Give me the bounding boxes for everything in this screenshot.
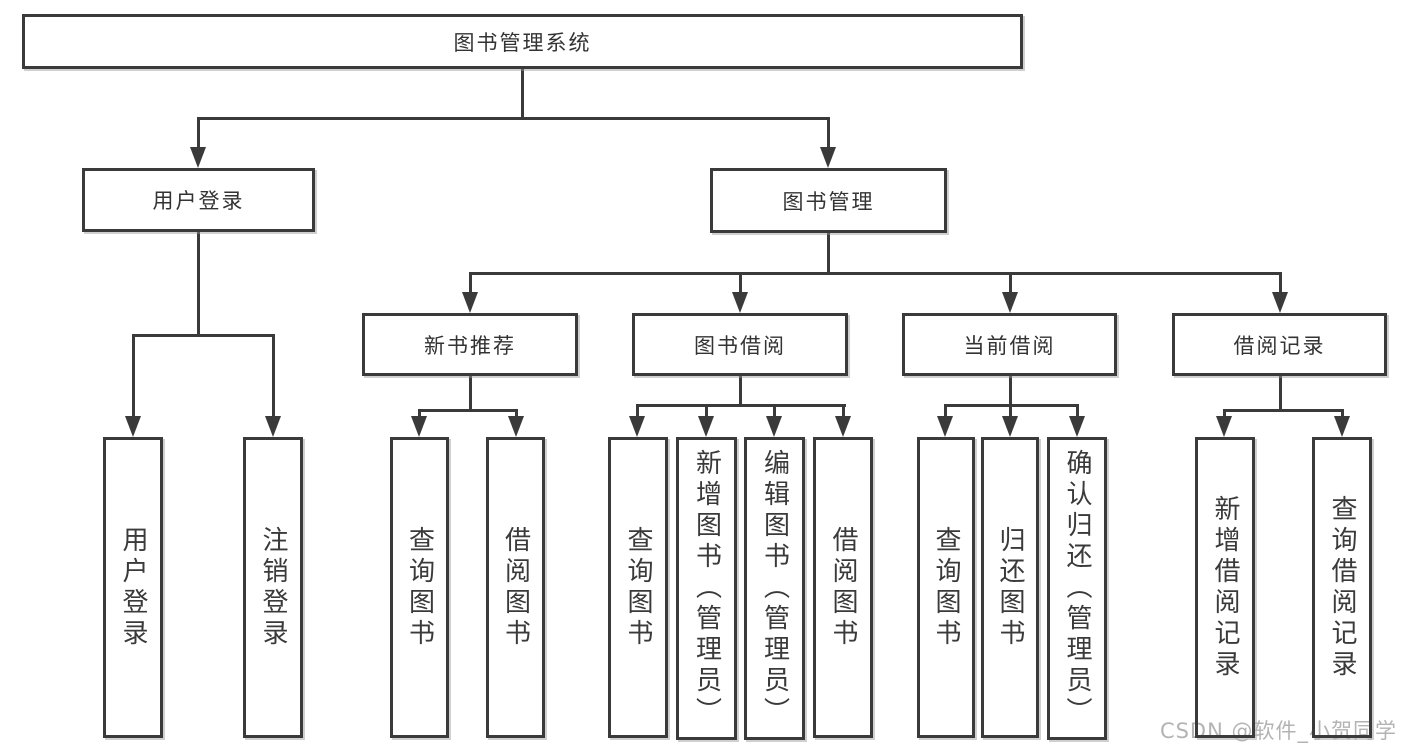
connector-to-bor-add (705, 404, 708, 418)
node-new-book-recommend: 新书推荐 (362, 313, 578, 376)
connector-to-leaf-logout (272, 334, 275, 418)
leaf-logout: 注销登录 (243, 437, 303, 738)
leaf-logout-label: 注销登录 (258, 525, 288, 650)
arrowhead-cur-return (1002, 416, 1018, 437)
connector-to-bor-edit (773, 404, 776, 418)
connector-level2-split (197, 117, 830, 120)
arrowhead-rec-query (411, 416, 427, 437)
leaf-borrow-borrow-book: 借阅图书 (813, 437, 873, 738)
node-new-book-recommend-label: 新书推荐 (424, 333, 516, 358)
leaf-current-query-book: 查询图书 (917, 437, 975, 738)
connector-current-down (1009, 376, 1012, 406)
leaf-current-query-book-label: 查询图书 (931, 525, 961, 650)
arrowhead-recd-query (1334, 416, 1350, 437)
node-borrow-records-label: 借阅记录 (1233, 333, 1326, 358)
arrowhead-bor-edit (766, 416, 782, 437)
connector-records-split (1223, 409, 1343, 412)
node-book-borrow-label: 图书借阅 (694, 333, 786, 358)
arrowhead-leaf-user-login (125, 416, 141, 437)
node-book-management-label: 图书管理 (782, 189, 875, 214)
arrowhead-recd-add (1216, 416, 1232, 437)
leaf-borrow-borrow-book-label: 借阅图书 (828, 525, 858, 650)
arrowhead-cur-query (937, 416, 953, 437)
leaf-borrow-query-book-label: 查询图书 (623, 525, 653, 650)
node-current-borrow-label: 当前借阅 (963, 333, 1056, 358)
arrowhead-bor-borrow (835, 416, 851, 437)
arrowhead-records (1272, 292, 1288, 313)
connector-to-leaf-user-login (132, 334, 135, 418)
connector-borrow-split (636, 404, 846, 407)
node-user-login-label: 用户登录 (152, 189, 245, 213)
arrowhead-manage (820, 147, 836, 168)
leaf-borrow-add-book-admin: 新增图书（管理员） (676, 437, 737, 740)
node-root-library-system: 图书管理系统 (22, 14, 1023, 69)
leaf-records-query-record-label: 查询借阅记录 (1327, 494, 1357, 681)
leaf-user-login-label: 用户登录 (118, 525, 148, 650)
leaf-records-query-record: 查询借阅记录 (1312, 437, 1372, 738)
arrowhead-leaf-logout (265, 416, 281, 437)
connector-recommend-split (418, 409, 518, 412)
leaf-user-login: 用户登录 (103, 437, 163, 738)
connector-login-down (197, 232, 200, 336)
arrowhead-cur-confirm (1069, 416, 1085, 437)
node-user-login: 用户登录 (82, 168, 315, 232)
connector-to-current (1009, 272, 1012, 295)
csdn-watermark-text: CSDN @软件_小贺同学 (1159, 719, 1397, 743)
connector-to-recd-query (1341, 409, 1344, 419)
leaf-recommend-borrow-book-label: 借阅图书 (500, 525, 531, 650)
csdn-watermark: CSDN @软件_小贺同学 (1160, 715, 1397, 745)
leaf-borrow-edit-book-admin-label: 编辑图书（管理员） (759, 449, 790, 728)
connector-to-cur-confirm (1076, 404, 1079, 418)
arrowhead-recommend (462, 292, 478, 313)
arrowhead-bor-add (698, 416, 714, 437)
connector-recommend-down (469, 376, 472, 411)
arrowhead-borrow (732, 292, 748, 313)
connector-to-rec-borrow (515, 409, 518, 419)
leaf-records-add-record-label: 新增借阅记录 (1210, 494, 1240, 681)
connector-to-manage (827, 117, 830, 150)
leaf-current-confirm-return-admin: 确认归还（管理员） (1047, 437, 1107, 740)
arrowhead-bor-query (629, 416, 645, 437)
leaf-borrow-query-book: 查询图书 (608, 437, 668, 738)
leaf-records-add-record: 新增借阅记录 (1195, 437, 1255, 738)
connector-to-borrow (739, 272, 742, 295)
leaf-recommend-query-book-label: 查询图书 (404, 525, 435, 650)
connector-to-cur-query (944, 404, 947, 418)
connector-to-bor-borrow (842, 404, 845, 418)
node-borrow-records: 借阅记录 (1172, 313, 1387, 376)
connector-manage-down (827, 233, 830, 275)
leaf-borrow-add-book-admin-label: 新增图书（管理员） (691, 449, 722, 728)
connector-to-bor-query (636, 404, 639, 418)
leaf-borrow-edit-book-admin: 编辑图书（管理员） (744, 437, 805, 740)
connector-to-records (1279, 272, 1282, 295)
connector-to-rec-query (418, 409, 421, 419)
arrowhead-current (1002, 292, 1018, 313)
arrowhead-login (190, 147, 206, 168)
connector-borrow-down (739, 376, 742, 406)
connector-to-recd-add (1223, 409, 1226, 419)
node-root-label: 图书管理系统 (453, 30, 592, 55)
connector-to-login (197, 117, 200, 150)
connector-level3-split (469, 272, 1282, 275)
connector-records-down (1279, 376, 1282, 411)
node-book-borrow: 图书借阅 (632, 313, 848, 376)
leaf-current-confirm-return-admin-label: 确认归还（管理员） (1062, 449, 1092, 728)
node-book-management: 图书管理 (710, 168, 947, 233)
arrowhead-rec-borrow (508, 416, 524, 437)
node-current-borrow: 当前借阅 (902, 313, 1117, 376)
leaf-recommend-query-book: 查询图书 (390, 437, 449, 738)
leaf-recommend-borrow-book: 借阅图书 (486, 437, 545, 738)
connector-login-split (132, 334, 275, 337)
leaf-current-return-book: 归还图书 (981, 437, 1039, 738)
leaf-current-return-book-label: 归还图书 (995, 525, 1025, 650)
connector-root-down (521, 69, 524, 119)
connector-to-recommend (469, 272, 472, 295)
connector-to-cur-return (1009, 404, 1012, 418)
